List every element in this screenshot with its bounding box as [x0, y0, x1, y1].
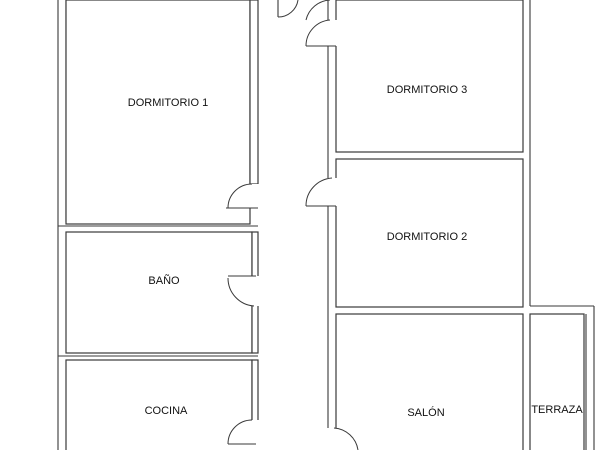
- doors: [226, 0, 359, 450]
- left-block-walls: [57, 0, 259, 450]
- label-dormitorio-1: DORMITORIO 1: [128, 97, 208, 109]
- salon-room: [335, 313, 524, 450]
- label-dormitorio-2: DORMITORIO 2: [387, 231, 467, 243]
- dormitorio-3-room: [335, 0, 524, 153]
- label-bano: BAÑO: [148, 274, 180, 287]
- dormitorio-1-room: [65, 0, 251, 225]
- cocina-room: [65, 359, 253, 450]
- label-salon: SALÓN: [407, 406, 444, 419]
- right-block-walls: [327, 0, 595, 450]
- room-labels: DORMITORIO 1 BAÑO COCINA DORMITORIO 3 DO…: [128, 84, 584, 419]
- label-dormitorio-3: DORMITORIO 3: [387, 84, 467, 96]
- terraza-room: [529, 313, 585, 450]
- dormitorio-2-room: [335, 158, 524, 308]
- bano-room: [65, 231, 253, 354]
- label-terraza: TERRAZA: [531, 404, 583, 416]
- label-cocina: COCINA: [145, 405, 188, 417]
